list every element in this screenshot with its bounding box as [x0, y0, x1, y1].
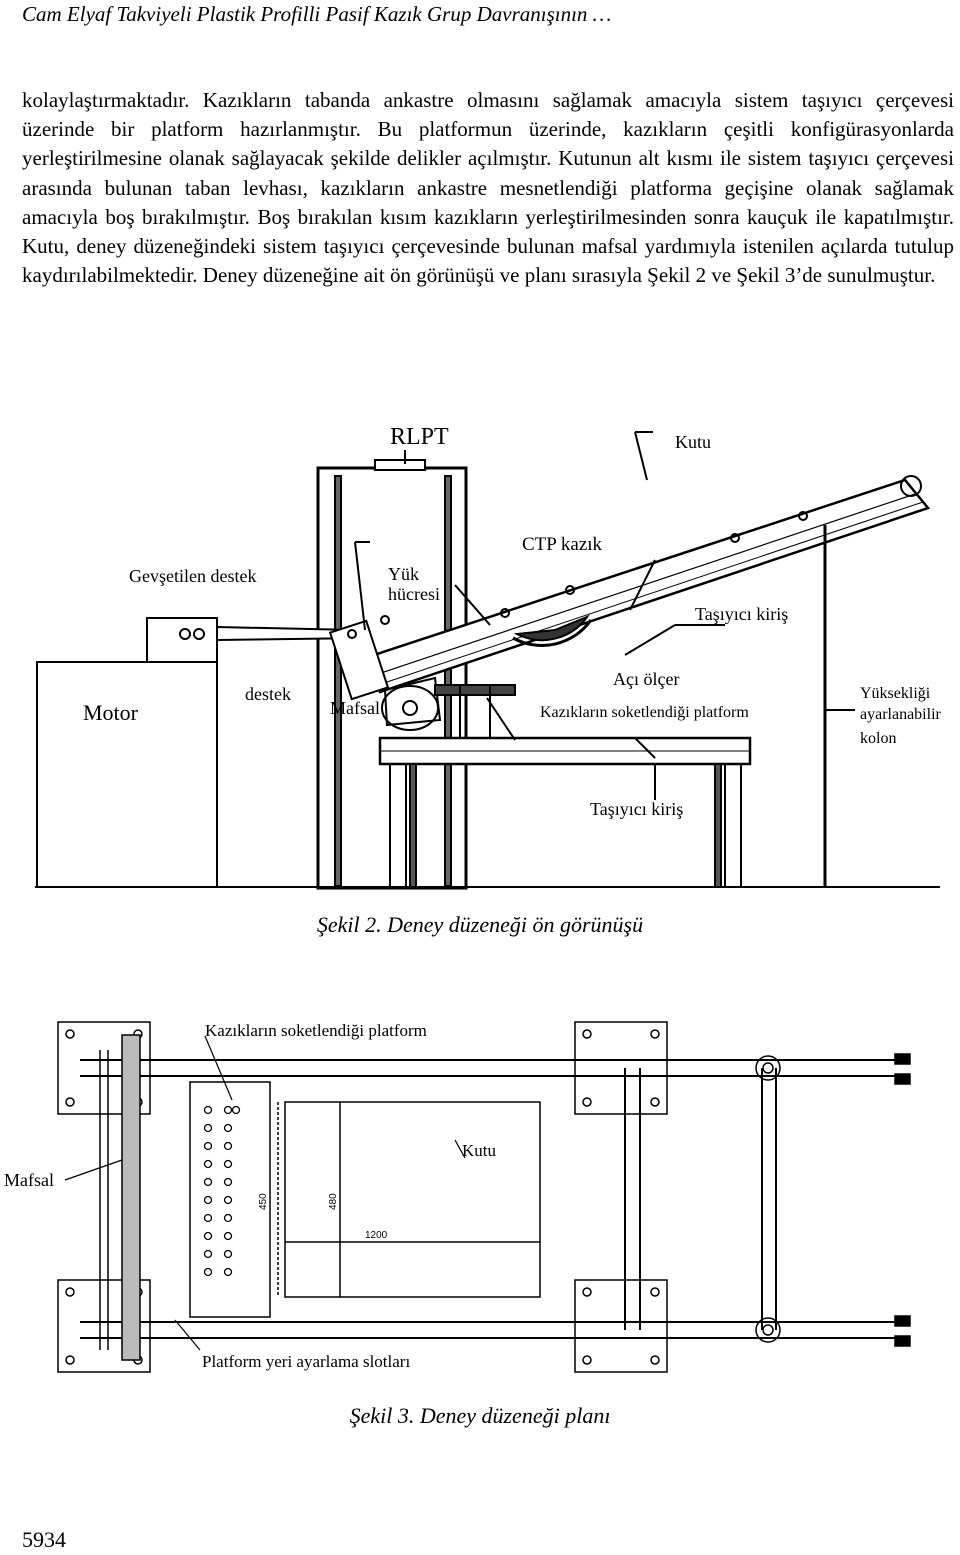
hinge-shaft — [121, 1034, 141, 1361]
label-mafsal: Mafsal — [330, 698, 380, 718]
figure-2-caption: Şekil 2. Deney düzeneği ön görünüşü — [316, 912, 644, 937]
plan-label-slotlar: Platform yeri ayarlama slotları — [202, 1352, 410, 1371]
label-gevsetilen-destek: Gevşetilen destek — [129, 566, 256, 586]
end-pin — [900, 475, 922, 497]
label-platform: Kazıkların soketlendiği platform — [540, 704, 749, 721]
figure-front-view: RLPT Kutu CTP kazık Gevşetilen destek Yü… — [35, 424, 942, 890]
angle-meter — [512, 619, 593, 647]
body-paragraph: kolaylaştırmaktadır. Kazıkların tabanda … — [22, 88, 954, 288]
label-motor: Motor — [83, 700, 139, 725]
label-aci-olcer: Açı ölçer — [613, 669, 679, 689]
motor-top-box — [146, 617, 218, 663]
page-number: 5934 — [22, 1527, 66, 1552]
plate-bottom-left — [57, 1279, 151, 1373]
box-outline — [284, 1101, 541, 1298]
figure-plan-view: Kazıkların soketlendiği platform Kutu Ma… — [4, 1021, 911, 1373]
running-header: Cam Elyaf Takviyeli Plastik Profilli Pas… — [22, 2, 612, 26]
figure-3-caption: Şekil 3. Deney düzeneği planı — [349, 1403, 611, 1428]
platform-strip — [189, 1081, 271, 1318]
plan-dim-450: 450 — [258, 1193, 269, 1210]
plate-bottom-mid — [574, 1279, 668, 1373]
label-tasiyici-kiris-bottom: Taşıyıcı kiriş — [590, 799, 683, 819]
plan-dim-480: 480 — [328, 1193, 339, 1210]
label-destek: destek — [245, 684, 291, 704]
pin-bottom — [755, 1317, 781, 1343]
socket-platform — [434, 684, 516, 696]
plate-top-mid — [574, 1021, 668, 1115]
label-yuk: Yük — [388, 564, 419, 584]
plate-top-left — [57, 1021, 151, 1115]
plan-label-platform: Kazıkların soketlendiği platform — [205, 1021, 427, 1040]
label-hucresi: hücresi — [388, 584, 440, 604]
label-yukseklik-3: kolon — [860, 730, 896, 747]
plan-label-kutu: Kutu — [462, 1141, 497, 1160]
label-tasiyici-kiris-top: Taşıyıcı kiriş — [695, 604, 788, 624]
motor-box — [36, 661, 218, 888]
pin-top — [755, 1055, 781, 1081]
plan-dim-1200: 1200 — [365, 1230, 388, 1241]
label-yukseklik-1: Yüksekliği — [860, 685, 931, 702]
label-rlpt: RLPT — [390, 424, 449, 450]
socket-holes — [203, 1105, 241, 1277]
label-yukseklik-2: ayarlanabilir — [860, 706, 942, 723]
label-kutu: Kutu — [675, 432, 711, 452]
label-ctp-kazik: CTP kazık — [522, 534, 603, 555]
plan-label-mafsal: Mafsal — [4, 1170, 54, 1190]
